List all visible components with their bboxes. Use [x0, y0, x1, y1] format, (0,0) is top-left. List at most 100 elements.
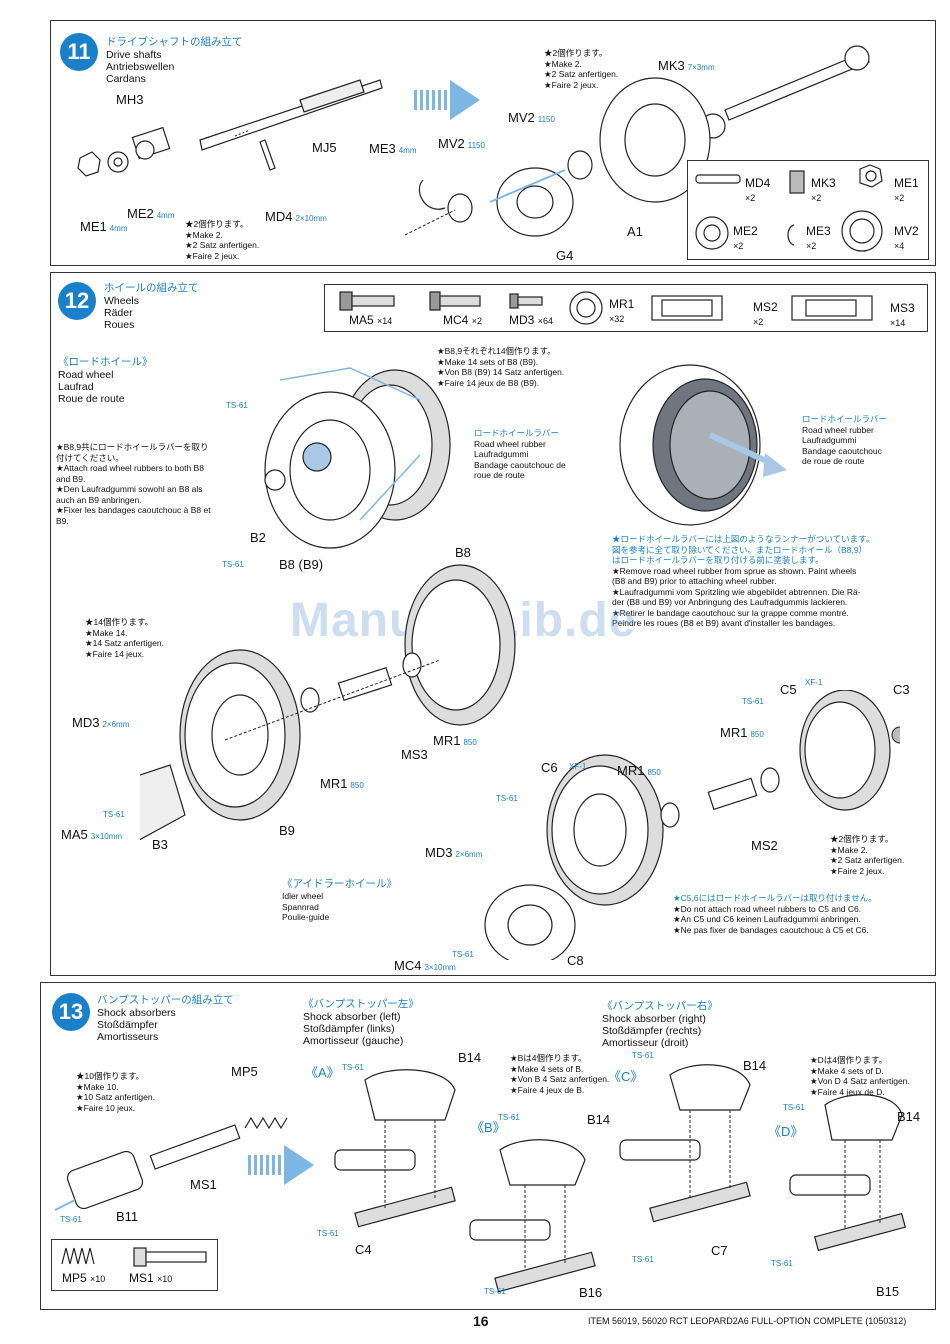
label-c5: C5: [780, 682, 797, 697]
ts61-h: TS-61: [342, 1063, 364, 1072]
road-wheel-caption: 《ロードホイール》 Road wheel Laufrad Roue de rou…: [58, 356, 153, 405]
ts61-o: TS-61: [771, 1259, 793, 1268]
parts-mr1: MR1×32: [609, 297, 635, 324]
parts-me1: ME1×2: [894, 176, 919, 203]
ts61-e: TS-61: [496, 794, 518, 803]
label-b11: B11: [116, 1209, 139, 1224]
note-c56: ★C5,6にはロードホイールラバーは取り付けません。 ★Do not attac…: [673, 893, 877, 935]
note-make-10: ★10個作ります。★Make 10. ★10 Satz anfertigen.★…: [76, 1071, 155, 1113]
ts61-g: TS-61: [60, 1215, 82, 1224]
label-c6: C6: [541, 760, 558, 775]
label-b14-a: B14: [458, 1050, 482, 1065]
page-number: 16: [473, 1313, 489, 1329]
label-mh3: MH3: [116, 92, 144, 107]
parts-me2: ME2×2: [733, 224, 758, 251]
step-11-note-right: ★2個作ります。★Make 2. ★2 Satz anfertigen.★Fai…: [544, 48, 619, 90]
label-c7: C7: [711, 1243, 728, 1258]
note-attach-rubbers: ★B8,9共にロードホイールラバーを取り付けてください。 ★Attach roa…: [56, 442, 211, 526]
note-make-2: ★2個作ります。★Make 2. ★2 Satz anfertigen.★Fai…: [830, 834, 905, 876]
note-make-14: ★14個作ります。★Make 14. ★14 Satz anfertigen.★…: [85, 617, 164, 659]
label-b16: B16: [579, 1285, 603, 1300]
step-13-number: 13: [52, 993, 90, 1031]
label-c3: C3: [893, 682, 910, 697]
note-make-b: ★Bは4個作ります。★Make 4 sets of B. ★Von B 4 Sa…: [510, 1053, 610, 1095]
label-c: 《C》: [608, 1069, 644, 1084]
rubber-sprue-diagram: [619, 364, 787, 526]
label-mj5: MJ5: [312, 140, 337, 155]
label-b15: B15: [876, 1284, 900, 1299]
road-wheel-diagram: [264, 367, 451, 549]
step-12-title-jp: ホイールの組み立て: [104, 282, 199, 294]
label-ms1: MS1: [190, 1177, 217, 1192]
label-b14-b: B14: [587, 1112, 611, 1127]
label-b8b9: B8 (B9): [279, 557, 324, 572]
label-b: 《B》: [471, 1120, 506, 1135]
label-a: 《A》: [305, 1065, 340, 1080]
label-a1: A1: [627, 224, 643, 239]
label-d: 《D》: [768, 1124, 804, 1139]
step-11-note-left: ★2個作ります。★Make 2. ★2 Satz anfertigen.★Fai…: [185, 219, 260, 261]
ts61-b: TS-61: [222, 560, 244, 569]
step-11-title-de: Antriebswellen: [106, 61, 175, 73]
parts-mv2: MV2×4: [894, 224, 919, 251]
step-12-number: 12: [58, 282, 96, 320]
idler-caption: 《アイドラーホイール》 Idler wheel Spannrad Poulie-…: [282, 878, 397, 922]
shock-right-caption: 《バンプストッパー右》 Shock absorber (right) Stoßd…: [602, 1000, 718, 1049]
label-c8: C8: [567, 953, 584, 968]
step-13-title: バンプストッパーの組み立て Shock absorbers Stoßdämpfe…: [97, 994, 234, 1043]
note-make-d: ★Dは4個作ります。★Make 4 sets of D. ★Von D 4 Sa…: [810, 1055, 910, 1097]
idler-wheel-diagram: [484, 690, 900, 960]
step-11-left-diagram: [77, 79, 383, 177]
parts-ms1: MS1 ×10: [129, 1271, 173, 1285]
label-ms2: MS2: [751, 838, 778, 853]
label-b9: B9: [279, 823, 295, 838]
road-wheel-assembly-diagram: [140, 564, 516, 841]
step-12-title-fr: Roues: [104, 319, 135, 331]
step-12-title-de: Räder: [104, 307, 133, 319]
label-b14-c: B14: [743, 1058, 767, 1073]
shock-left-caption: 《バンプストッパー左》 Shock absorber (left) Stoßdä…: [303, 998, 419, 1047]
label-b3: B3: [152, 837, 168, 852]
ts61-i: TS-61: [498, 1113, 520, 1122]
ts61-k: TS-61: [484, 1287, 506, 1296]
step-13-parts-icons: [61, 1247, 207, 1267]
step-11-title-fr: Cardans: [106, 73, 146, 85]
label-b14-d: B14: [897, 1109, 921, 1124]
step-11-title-en: Drive shafts: [106, 49, 162, 61]
step-11-title-jp: ドライブシャフトの組み立て: [106, 36, 243, 48]
shock-absorber-a-b-diagram: [334, 1069, 596, 1293]
step-11-right-diagram: [404, 45, 870, 237]
xf1-a: XF-1: [805, 678, 823, 687]
ts61-c: TS-61: [103, 810, 125, 819]
label-mp5: MP5: [231, 1064, 258, 1079]
parts-md3: MD3 ×64: [509, 313, 553, 327]
ts61-f: TS-61: [452, 950, 474, 959]
step-12-title: ホイールの組み立て Wheels Räder Roues: [104, 280, 199, 331]
label-b8: B8: [455, 545, 471, 560]
footer-item-text: ITEM 56019, 56020 RCT LEOPARD2A6 FULL-OP…: [588, 1316, 907, 1326]
label-c4: C4: [355, 1242, 372, 1257]
ts61-d: TS-61: [742, 697, 764, 706]
ts61-m: TS-61: [783, 1103, 805, 1112]
step-11-parts-icons: [695, 164, 883, 252]
ts61-l: TS-61: [632, 1051, 654, 1060]
note-remove-sprue: ★ロードホイールラバーには上図のようなランナーがついています。 図を参考に全て取…: [612, 534, 875, 628]
parts-mk3: MK3×2: [811, 176, 836, 203]
ts61-a: TS-61: [226, 401, 248, 410]
ts61-n: TS-61: [632, 1255, 654, 1264]
